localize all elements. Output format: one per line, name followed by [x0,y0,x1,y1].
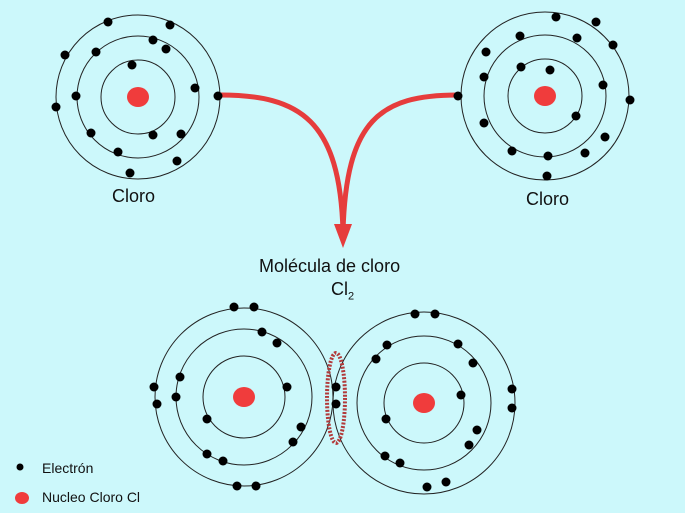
electron [515,31,525,41]
molecule-right-atom-nucleus [413,393,435,413]
electron [172,156,182,166]
legend-nucleus-icon [15,492,29,504]
molecule-left-atom-shell-1 [202,355,286,439]
molecule-left-atom-nucleus [233,387,255,407]
electron [545,65,555,75]
electron [202,414,212,424]
electron [608,40,618,50]
electron [176,129,186,139]
legend-electron-label: Electrón [42,460,94,476]
electron [213,91,223,101]
electron [507,384,517,394]
electron [190,83,200,93]
molecule-right-atom-shell-2 [356,335,492,471]
electron [296,422,306,432]
electron [591,17,601,27]
electron [464,440,474,450]
electron [571,111,581,121]
molecule-title: Molécula de cloro [259,256,401,276]
electron [600,132,610,142]
electron [453,91,463,101]
electron [165,20,175,30]
electron [468,358,478,368]
right-atom-shell-1 [507,58,583,134]
electron [543,151,553,161]
electron [598,80,608,90]
electron [161,44,171,54]
arrow-head [334,224,352,248]
electron [232,481,242,491]
electron [381,414,391,424]
electron [148,35,158,45]
electron [171,392,181,402]
electron [422,482,432,492]
legend-electron-icon [16,463,24,471]
electron [430,309,440,319]
electron [479,118,489,128]
electron [551,12,561,22]
electron [453,339,463,349]
electron [481,47,491,57]
electron [60,50,70,60]
electron [479,72,489,82]
electron [507,146,517,156]
molecule-right-atom-shell-1 [383,362,465,444]
electron [152,399,162,409]
electron [410,309,420,319]
electron [282,382,292,392]
electron [331,399,341,409]
electron [51,102,61,112]
electron [441,477,451,487]
electron [127,60,137,70]
electron [249,302,259,312]
electron [331,382,341,392]
electron [371,354,381,364]
shared-electron-pair-oval [325,351,347,445]
electron [507,403,517,413]
electron [380,451,390,461]
left-atom-shell-1 [100,59,176,135]
left-atom-nucleus [127,87,149,107]
electron [125,168,135,178]
electron [149,382,159,392]
electron [148,130,158,140]
electron [456,390,466,400]
electron [272,338,282,348]
electron [625,95,635,105]
electron [542,171,552,181]
left-atom-label: Cloro [112,186,156,206]
electron [580,148,590,158]
electron [251,481,261,491]
electron [257,327,267,337]
electron [288,437,298,447]
electron [218,456,228,466]
electron [175,372,185,382]
electron [229,302,239,312]
electron [91,47,101,57]
right-atom-nucleus [534,86,556,106]
electron [382,340,392,350]
electron [516,62,526,72]
right-atom-label: Cloro [526,189,570,209]
electron [71,91,81,101]
reaction-arrows [219,92,459,248]
formula-base: Cl [331,279,348,299]
arrow-left-curve [219,92,346,233]
electron [202,449,212,459]
electron [103,17,113,27]
arrow-right-curve [340,92,459,233]
formula-subscript: 2 [348,290,355,303]
electron [395,458,405,468]
electron [572,33,582,43]
electron [472,425,482,435]
molecule-formula: Cl2 [331,279,354,303]
legend-nucleus-label: Nucleo Cloro Cl [42,489,141,505]
electron [86,128,96,138]
electron [113,147,123,157]
